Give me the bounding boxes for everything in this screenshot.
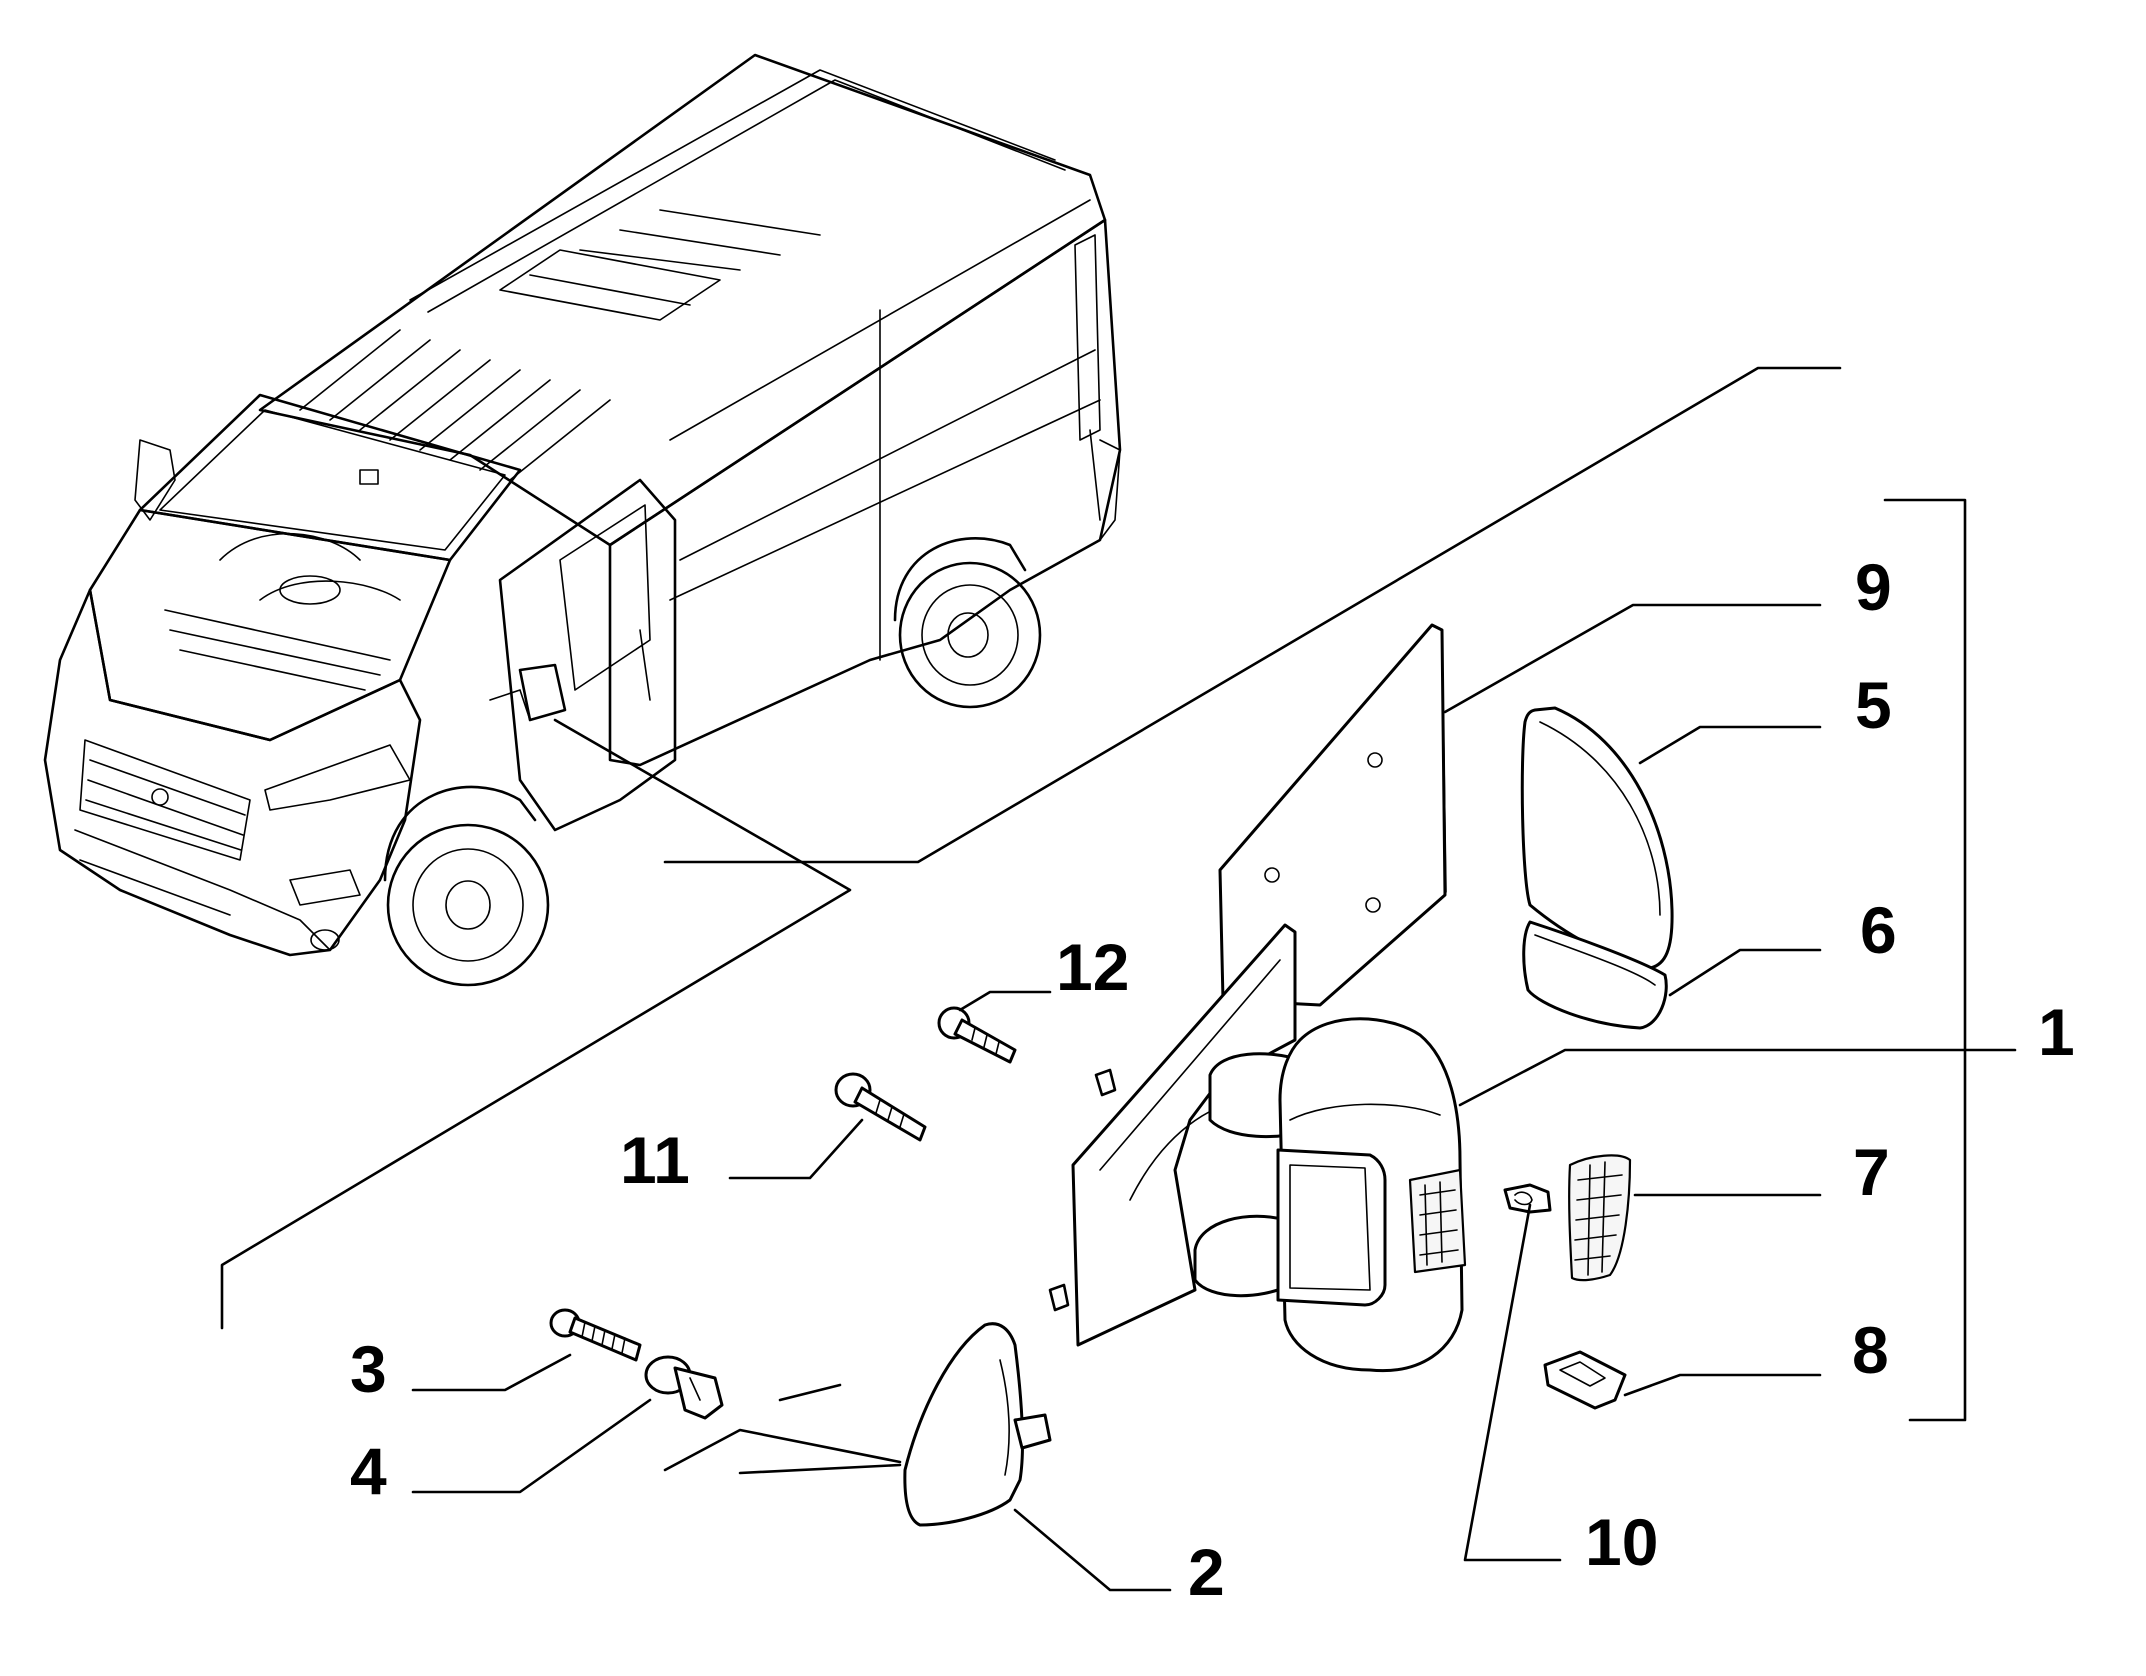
part-11-bolt — [834, 1072, 927, 1142]
callout-3: 3 — [350, 1332, 387, 1406]
part-9-mounting-plate — [1218, 623, 1447, 1007]
callout-12: 12 — [1056, 930, 1129, 1004]
callout-8: 8 — [1852, 1313, 1889, 1387]
callout-2: 2 — [1188, 1535, 1225, 1609]
callout-5: 5 — [1855, 668, 1892, 742]
callout-4: 4 — [350, 1434, 387, 1508]
part-8-pad — [1543, 1350, 1627, 1410]
part-1-mirror-assembly — [1048, 923, 1467, 1373]
assembly-bracket — [1883, 498, 1967, 1422]
construction-lines — [220, 366, 1842, 1330]
callout-7: 7 — [1853, 1135, 1890, 1209]
part-10-bulb — [1503, 1183, 1552, 1214]
callout-11: 11 — [620, 1123, 690, 1197]
callout-1: 1 — [2038, 995, 2075, 1069]
part-6-mirror-glass-lower — [1522, 920, 1668, 1030]
callout-9: 9 — [1855, 550, 1892, 624]
part-2-cover-cap — [903, 1322, 1052, 1527]
van-illustration — [43, 53, 1122, 987]
callout-numbers: 9 5 6 1 7 8 10 2 3 4 11 12 — [350, 550, 2075, 1609]
callout-6: 6 — [1860, 893, 1897, 967]
part-12-bolt — [937, 1006, 1017, 1064]
part-7-indicator-lens — [1568, 1154, 1632, 1282]
part-3-screw — [549, 1308, 642, 1362]
leader-lines — [411, 603, 2017, 1592]
part-4-clip — [644, 1355, 724, 1420]
callout-10: 10 — [1585, 1505, 1658, 1579]
